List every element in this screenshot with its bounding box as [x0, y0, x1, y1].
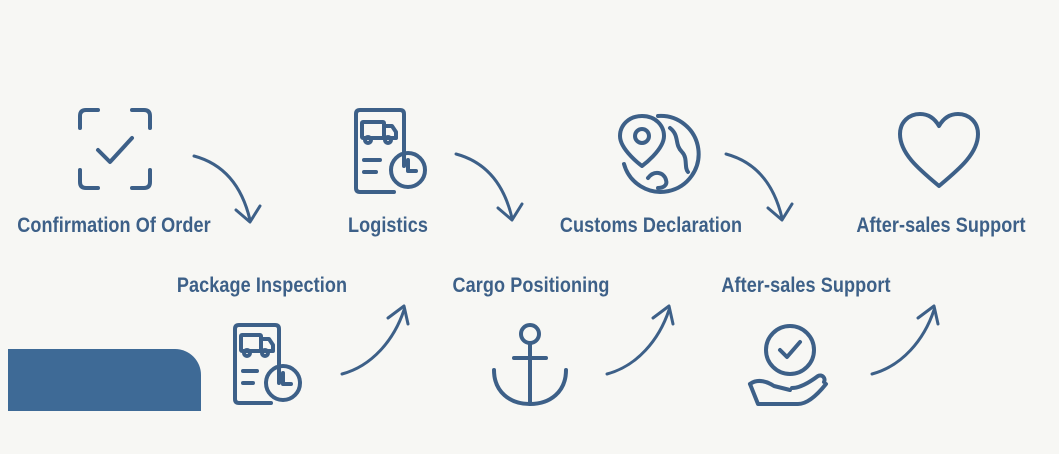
arrow-down-1	[192, 154, 262, 224]
step-label-customs-declaration: Customs Declaration	[559, 214, 743, 237]
truck-document-icon	[233, 323, 302, 405]
step-label-confirmation-of-order: Confirmation Of Order	[17, 214, 211, 237]
step-label-logistics: Logistics	[347, 214, 429, 237]
step-label-package-inspection: Package Inspection	[176, 274, 348, 297]
truck-document-icon	[354, 108, 427, 194]
arrow-up-3	[870, 304, 940, 376]
globe-pin-icon	[618, 113, 701, 194]
anchor-icon	[492, 323, 568, 406]
step-label-after-sales-support-bottom: After-sales Support	[721, 274, 891, 297]
step-label-cargo-positioning: Cargo Positioning	[452, 274, 610, 297]
arrow-down-3	[724, 152, 794, 222]
check-frame-icon	[78, 108, 152, 190]
arrow-down-2	[454, 152, 524, 222]
arrow-up-2	[605, 304, 675, 376]
step-label-after-sales-support-top: After-sales Support	[856, 214, 1026, 237]
hand-check-icon	[748, 324, 828, 406]
arrow-up-1	[340, 304, 410, 376]
heart-icon	[898, 112, 980, 188]
decorative-corner-block	[8, 349, 201, 411]
